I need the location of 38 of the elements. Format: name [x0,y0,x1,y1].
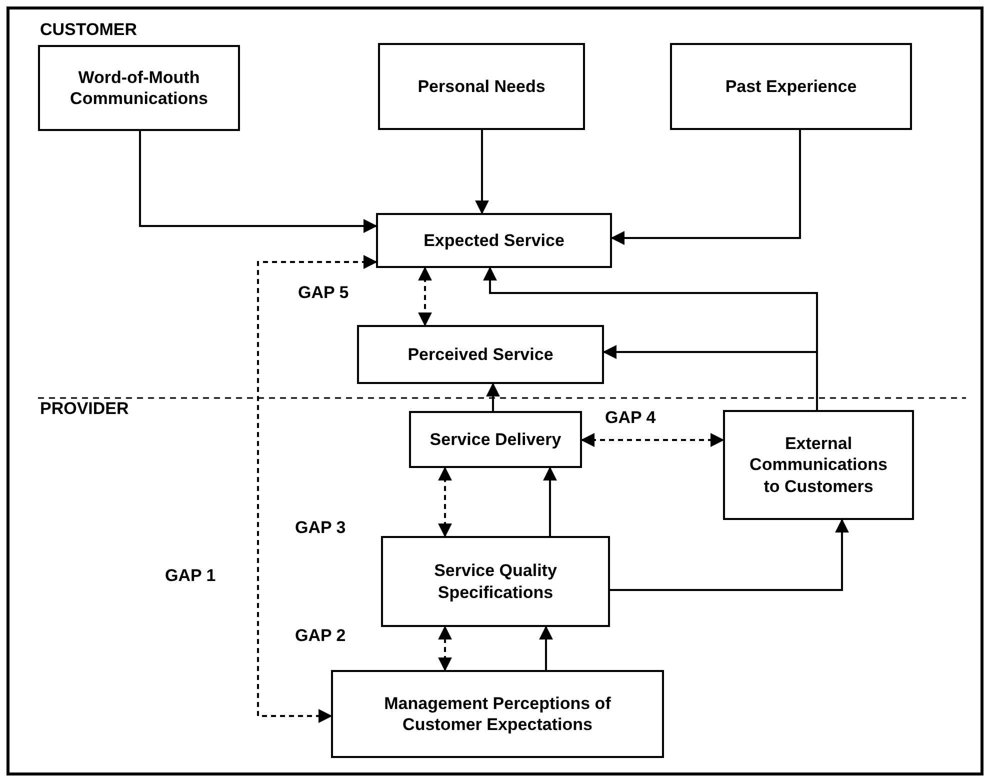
box-label: Perceived Service [408,344,554,366]
box-label: Expected Service [424,230,564,252]
arrow [602,345,818,410]
box-label: Word-of-Mouth Communications [69,66,209,110]
arrow [543,466,557,536]
process-box [409,411,582,468]
box-label: Management Perceptions of Customer Expectations [383,692,612,736]
section-heading: CUSTOMER [40,20,137,40]
box-label: Service Quality Specifications [433,560,558,603]
arrow [475,130,489,214]
box-label: Past Experience [725,76,857,98]
arrow [610,130,801,245]
box-label: External Communications to Customers [748,433,888,497]
arrow [580,433,724,447]
arrow [257,255,378,723]
arrow [139,131,378,233]
arrow [418,266,432,326]
gap-label: GAP 3 [295,518,346,538]
process-box [357,325,604,384]
process-box [331,670,664,758]
section-heading: PROVIDER [40,399,129,419]
gap-label: GAP 1 [165,566,216,586]
gap-label: GAP 2 [295,626,346,646]
arrow [438,626,452,672]
process-box [38,45,240,131]
box-label: Personal Needs [418,76,546,98]
process-box [378,43,585,130]
arrow [610,518,849,591]
gap-label: GAP 5 [298,283,349,303]
arrow [438,466,452,538]
arrow [486,382,500,411]
box-label: Service Delivery [430,428,562,450]
gap-label: GAP 4 [605,408,656,428]
arrow [539,626,553,670]
process-box [376,213,612,268]
process-box [381,536,610,627]
process-box [723,410,914,520]
process-box [670,43,912,130]
